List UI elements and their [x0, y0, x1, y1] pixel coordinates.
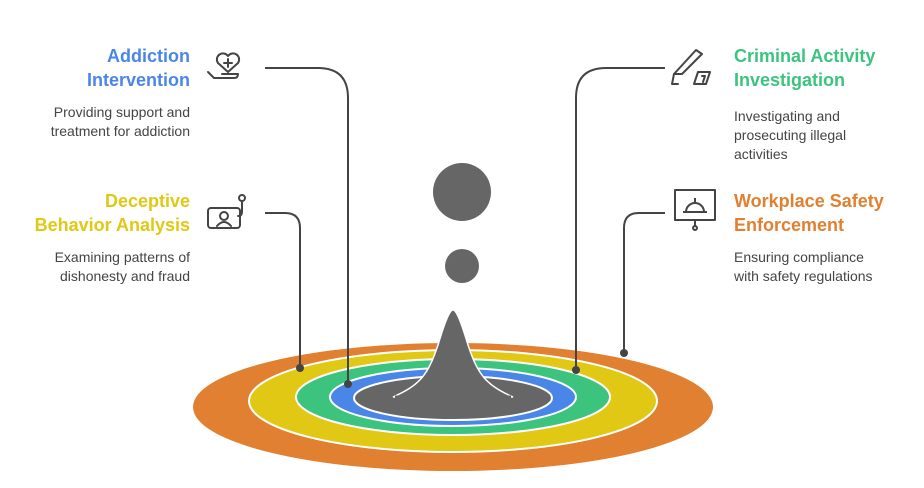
drop-peak: [392, 309, 514, 398]
workplace-desc: Ensuring compliance with safety regulati…: [734, 248, 873, 286]
desc-line: with safety regulations: [734, 268, 873, 284]
title-line: Workplace Safety: [734, 191, 884, 211]
title-line: Intervention: [86, 70, 190, 90]
connector-deceptive: [265, 212, 301, 368]
addiction-desc: Providing support and treatment for addi…: [51, 103, 190, 141]
desc-line: Investigating and: [734, 108, 840, 124]
connector-criminal: [575, 67, 665, 370]
desc-line: dishonesty and fraud: [60, 268, 190, 284]
desc-line: prosecuting illegal: [734, 127, 847, 143]
title-line: Addiction: [107, 46, 190, 66]
connector-workplace: [623, 212, 665, 353]
person-hook-icon: [207, 194, 246, 229]
deceptive-title: Deceptive Behavior Analysis: [35, 189, 190, 237]
criminal-title: Criminal Activity Investigation: [734, 44, 875, 92]
title-line: Investigation: [734, 70, 846, 90]
desc-line: treatment for addiction: [50, 123, 190, 139]
heart-hand-icon: [207, 52, 241, 79]
hardhat-board-icon: [674, 189, 716, 231]
connector-addiction: [265, 67, 349, 384]
title-line: Enforcement: [734, 215, 845, 235]
knife-evidence-icon: [671, 49, 711, 85]
criminal-desc: Investigating and prosecuting illegal ac…: [734, 107, 846, 164]
desc-line: Providing support and: [53, 104, 190, 120]
deceptive-desc: Examining patterns of dishonesty and fra…: [55, 248, 190, 286]
title-line: Deceptive: [104, 191, 190, 211]
desc-line: activities: [734, 146, 788, 162]
desc-line: Examining patterns of: [54, 249, 190, 265]
addiction-title: Addiction Intervention: [87, 44, 190, 92]
workplace-title: Workplace Safety Enforcement: [734, 189, 884, 237]
title-line: Behavior Analysis: [34, 215, 190, 235]
title-line: Criminal Activity: [734, 46, 876, 66]
desc-line: Ensuring compliance: [734, 249, 864, 265]
drop-large: [433, 163, 491, 221]
drop-small: [445, 249, 479, 283]
